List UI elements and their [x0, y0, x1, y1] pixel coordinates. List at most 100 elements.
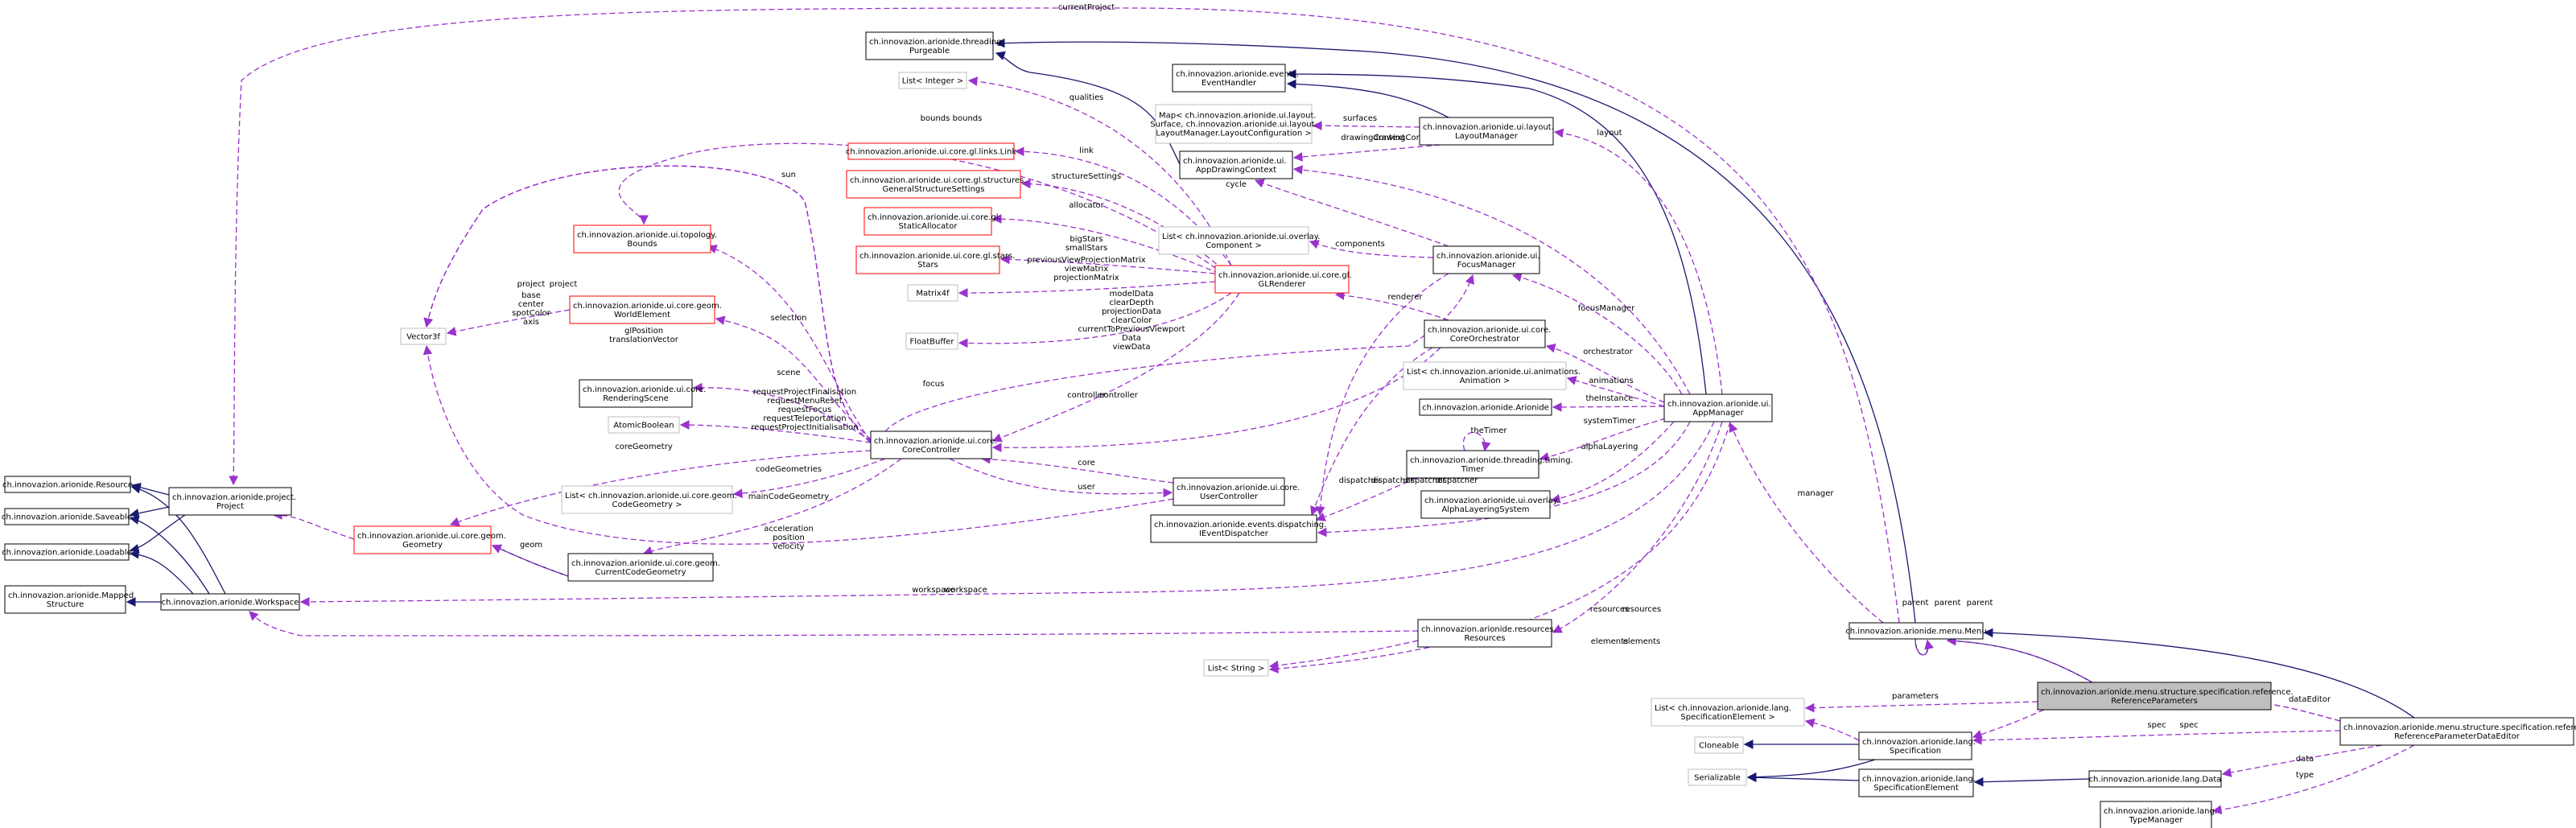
class-node-staticallocator[interactable]: ch.innovazion.arionide.ui.core.gl.Static…	[863, 207, 1001, 236]
edge-label: spec	[2179, 721, 2198, 730]
class-name-line: AlphaLayeringSystem	[1441, 505, 1529, 514]
class-name-line: UserController	[1200, 492, 1259, 501]
class-node-listcomponent[interactable]: List< ch.innovazion.arionide.ui.overlay.…	[1158, 226, 1320, 255]
class-box	[2339, 717, 2574, 746]
class-name-line: List< ch.innovazion.arionide.ui.core.geo…	[565, 492, 737, 501]
class-name-line: ReferenceParameterDataEditor	[2394, 732, 2520, 741]
class-node-geometry[interactable]: ch.innovazion.arionide.ui.core.geom.Geom…	[353, 525, 506, 554]
class-node-ieventdispatcher[interactable]: ch.innovazion.arionide.events.dispatchin…	[1150, 514, 1326, 543]
usage-edge-glrenderer-to-stars	[999, 254, 1216, 274]
edge-label: parent	[1967, 599, 1993, 608]
class-name-line: Project	[216, 502, 244, 511]
class-node-menu[interactable]: ch.innovazion.arionide.menu.Menu	[1845, 622, 1987, 640]
usage-edge-corecontroller-to-usercontroller	[949, 458, 1173, 498]
usage-edge-menu-to-project	[229, 7, 1900, 624]
class-node-referenceparameters[interactable]: ch.innovazion.arionide.menu.structure.sp…	[2037, 682, 2294, 711]
class-node-resources[interactable]: ch.innovazion.arionide.resources.Resourc…	[1417, 619, 1556, 648]
edge-label: velocity	[773, 542, 804, 551]
class-node-purgeable[interactable]: ch.innovazion.arionide.threading.Purgeab…	[865, 31, 1004, 60]
usage-edge-corecontroller-to-atomicboolean	[679, 420, 872, 443]
edge-label: parameters	[1892, 692, 1939, 701]
class-node-focusmanager[interactable]: ch.innovazion.arionide.ui.FocusManager	[1432, 245, 1540, 274]
class-node-liststring[interactable]: List< String >	[1203, 659, 1269, 677]
class-node-project[interactable]: ch.innovazion.arionide.project.Project	[168, 487, 296, 516]
edge-label: previousViewProjectionMatrix	[1027, 256, 1145, 265]
class-node-mapsurface[interactable]: Map< ch.innovazion.arionide.ui.layout.Su…	[1150, 104, 1317, 144]
class-node-bounds[interactable]: ch.innovazion.arionide.ui.topology.Bound…	[573, 225, 717, 253]
class-node-serializable[interactable]: Serializable	[1688, 768, 1747, 786]
class-name-line: ch.innovazion.arionide.threading.timing.	[1410, 456, 1573, 465]
usage-edge-focusmanager-to-listcomponent	[1309, 240, 1434, 258]
class-node-vector3f[interactable]: Vector3f	[400, 327, 447, 345]
class-node-listspecelement[interactable]: List< ch.innovazion.arionide.lang.Specif…	[1651, 698, 1805, 727]
class-box	[579, 379, 693, 408]
usage-edge-menu-to-menu	[1914, 638, 1934, 656]
class-node-saveable[interactable]: ch.innovazion.arionide.Saveable	[2, 508, 132, 525]
inheritance-edge-specificationelement-to-serializable	[1746, 772, 1860, 783]
class-node-cloneable[interactable]: Cloneable	[1694, 736, 1744, 754]
class-node-corecontroller[interactable]: ch.innovazion.arionide.ui.core.CoreContr…	[870, 430, 997, 459]
class-node-stars[interactable]: ch.innovazion.arionide.ui.core.gl.stars.…	[855, 245, 1015, 274]
usage-edge-glrenderer-to-corecontroller	[991, 292, 1240, 443]
class-node-resource[interactable]: ch.innovazion.arionide.Resource	[2, 476, 133, 493]
class-name-line: IEventDispatcher	[1199, 529, 1269, 538]
class-node-appdrawingcontext[interactable]: ch.innovazion.arionide.ui.AppDrawingCont…	[1179, 150, 1293, 179]
class-node-listinteger[interactable]: List< Integer >	[898, 72, 967, 89]
class-node-matrix4f[interactable]: Matrix4f	[907, 284, 958, 302]
class-box	[561, 485, 733, 514]
class-node-eventhandler[interactable]: ch.innovazion.arionide.events.EventHandl…	[1172, 64, 1299, 93]
class-node-floatbuffer[interactable]: FloatBuffer	[905, 332, 958, 350]
class-box	[1158, 226, 1309, 255]
class-node-listcodegeometry[interactable]: List< ch.innovazion.arionide.ui.core.geo…	[561, 485, 737, 514]
class-box	[846, 170, 1021, 199]
class-name-line: WorldElement	[614, 311, 670, 319]
class-node-layoutmanager[interactable]: ch.innovazion.arionide.ui.layout.LayoutM…	[1419, 117, 1554, 146]
class-box	[1203, 659, 1269, 677]
usage-edge-appmanager-to-appdrawingcontext	[1292, 165, 1691, 395]
class-node-appmanager[interactable]: ch.innovazion.arionide.ui.AppManager	[1663, 393, 1773, 422]
class-name-line: ch.innovazion.arionide.lang.Data	[2089, 776, 2222, 785]
class-name-line: AppManager	[1692, 409, 1744, 418]
inheritance-edge-menu-to-purgeable	[995, 38, 1916, 624]
class-node-worldelement[interactable]: ch.innovazion.arionide.ui.core.geom.Worl…	[569, 295, 722, 324]
class-node-atomicboolean[interactable]: AtomicBoolean	[608, 416, 680, 434]
class-node-renderingscene[interactable]: ch.innovazion.arionide.ui.core.Rendering…	[579, 379, 706, 408]
class-node-glrenderer[interactable]: ch.innovazion.arionide.ui.core.gl.GLRend…	[1214, 265, 1352, 294]
class-node-specificationelement[interactable]: ch.innovazion.arionide.lang.Specificatio…	[1858, 768, 1976, 797]
edge-label: bigStars	[1070, 235, 1103, 244]
edge-label: geom	[520, 541, 542, 550]
edge-labels-layer: currentProjectqualitiessurfacesdrawingCo…	[512, 3, 2331, 780]
class-name-line: ch.innovazion.arionide.ui.overlay.	[1424, 496, 1559, 505]
class-node-specification[interactable]: ch.innovazion.arionide.lang.Specificatio…	[1858, 731, 1976, 760]
class-node-data[interactable]: ch.innovazion.arionide.lang.Data	[2088, 770, 2222, 788]
edge-label: layout	[1597, 129, 1622, 138]
class-name-line: Timer	[1461, 465, 1485, 474]
class-node-loadable[interactable]: ch.innovazion.arionide.Loadable	[2, 543, 132, 561]
class-node-timer[interactable]: ch.innovazion.arionide.threading.timing.…	[1406, 450, 1573, 479]
class-node-alphalayeringsystem[interactable]: ch.innovazion.arionide.ui.overlay.AlphaL…	[1420, 490, 1559, 519]
class-node-workspace[interactable]: ch.innovazion.arionide.Workspace	[160, 593, 300, 611]
class-node-generalstructuresettings[interactable]: ch.innovazion.arionide.ui.core.gl.struct…	[846, 170, 1026, 199]
usage-edge-usercontroller-to-corecontroller	[980, 454, 1174, 484]
class-name-line: GeneralStructureSettings	[883, 185, 985, 194]
class-node-typemanager[interactable]: ch.innovazion.arionide.lang.TypeManager	[2100, 801, 2217, 828]
class-box	[907, 284, 958, 302]
class-name-line: EventHandler	[1201, 79, 1257, 88]
edge-label: elements	[1591, 637, 1628, 646]
edge-label: dataEditor	[2289, 695, 2331, 704]
class-node-arionide[interactable]: ch.innovazion.arionide.Arionide	[1419, 398, 1552, 416]
class-node-coreorchestrator[interactable]: ch.innovazion.arionide.ui.core.CoreOrche…	[1424, 319, 1551, 348]
edge-label: structureSettings	[1052, 172, 1121, 181]
class-node-listanimation[interactable]: List< ch.innovazion.arionide.ui.animatio…	[1403, 361, 1581, 390]
class-name-line: Stars	[917, 261, 938, 270]
class-node-link[interactable]: ch.innovazion.arionide.ui.core.gl.links.…	[846, 142, 1016, 160]
edge-label: cycle	[1226, 180, 1247, 189]
class-node-currentcodegeometry[interactable]: ch.innovazion.arionide.ui.core.geom.Curr…	[567, 553, 720, 582]
class-box	[353, 525, 492, 554]
class-node-usercontroller[interactable]: ch.innovazion.arionide.ui.core.UserContr…	[1173, 477, 1300, 506]
class-box	[4, 543, 130, 561]
edge-label: codeGeometries	[756, 465, 822, 474]
class-node-refparamdataeditor[interactable]: ch.innovazion.arionide.menu.structure.sp…	[2339, 717, 2576, 746]
